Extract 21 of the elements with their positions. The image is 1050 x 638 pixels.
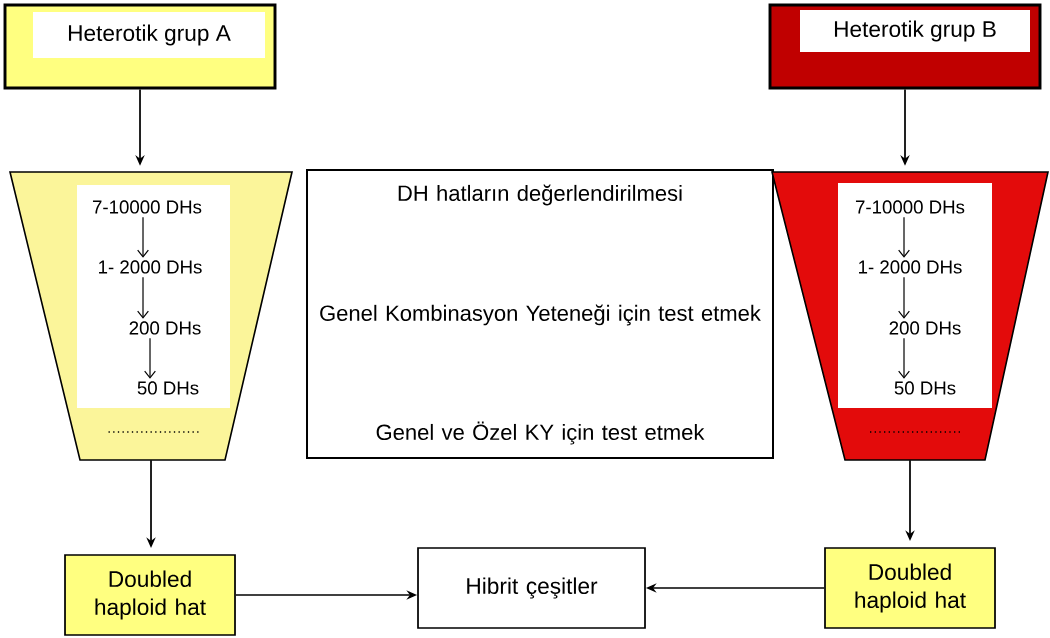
count-text: 200 DHs <box>129 321 201 335</box>
group-box: Heterotik grup B <box>768 3 1042 90</box>
process-box: Doubled haploid hat <box>64 554 236 636</box>
count-text: 50 DHs <box>894 381 956 395</box>
process-box: Hibrit çeşitler <box>417 547 646 629</box>
arrow <box>137 276 149 319</box>
process-box: Doubled haploid hat <box>824 547 996 629</box>
arrow <box>898 337 910 379</box>
arrow <box>898 276 910 319</box>
arrow <box>144 337 156 379</box>
text-box: DH hatların değerlendirilmesi Genel Kombinasyon Yeteneği için test etmek Genel ve Özel KY için test etmek <box>306 169 774 459</box>
count-text: 1- 2000 DHs <box>99 260 202 274</box>
count-text: 50 DHs <box>137 381 199 395</box>
arrow <box>898 216 910 258</box>
count-text: 1- 2000 DHs <box>859 260 962 274</box>
count-text: 200 DHs <box>889 321 961 335</box>
funnel-shape <box>9 171 293 461</box>
arrow <box>137 216 149 258</box>
count-text: 7-10000 DHs <box>855 200 965 214</box>
group-box: Heterotik grup A <box>3 3 277 90</box>
count-text: 7-10000 DHs <box>93 200 202 214</box>
